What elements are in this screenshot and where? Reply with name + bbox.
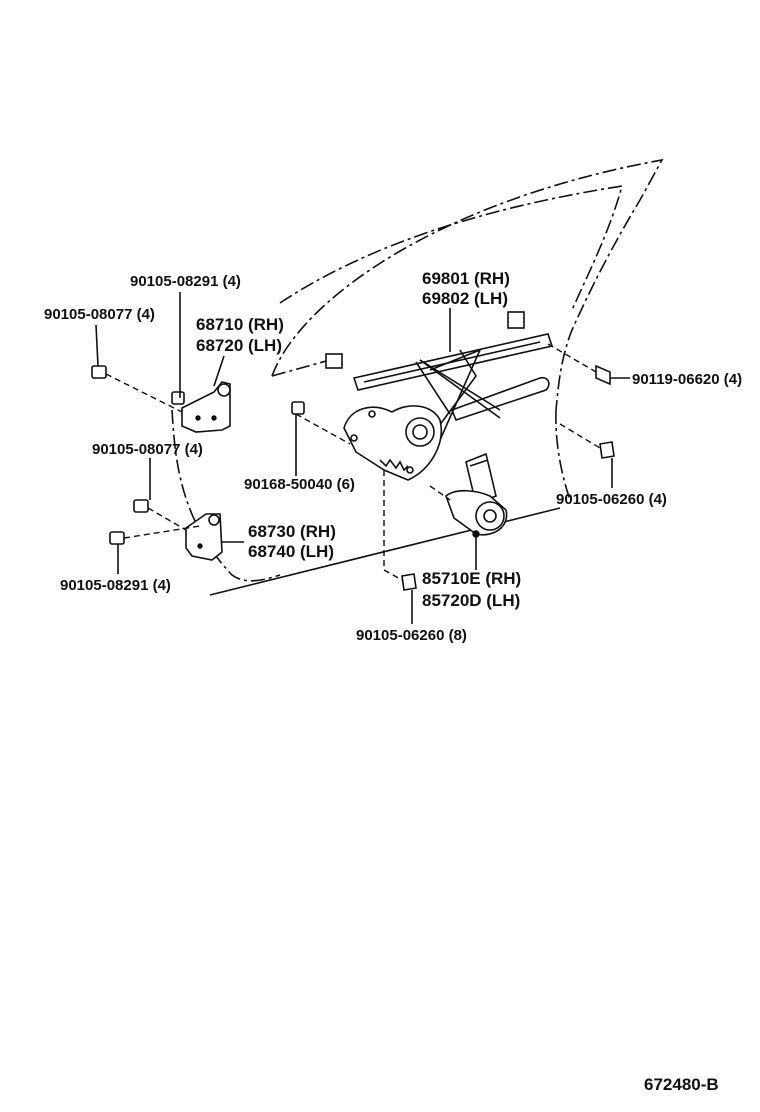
label-68730: 68730 (RH) xyxy=(248,522,336,541)
label-68740: 68740 (LH) xyxy=(248,542,334,561)
door-glass-outline xyxy=(171,158,664,596)
lower-bracket xyxy=(185,513,223,561)
label-90105-08291-top: 90105-08291 (4) xyxy=(130,273,241,290)
label-69802: 69802 (LH) xyxy=(422,289,508,308)
label-90105-08077-mid: 90105-08077 (4) xyxy=(92,441,203,458)
label-69801: 69801 (RH) xyxy=(422,269,510,288)
label-90105-08077-top: 90105-08077 (4) xyxy=(44,306,155,323)
label-90168-50040: 90168-50040 (6) xyxy=(244,476,355,493)
upper-bracket xyxy=(181,381,231,433)
figure-id: 672480-B xyxy=(644,1075,719,1094)
leader-lines xyxy=(95,292,630,624)
glass-channel-clips xyxy=(325,311,525,369)
label-90119-06620: 90119-06620 (4) xyxy=(632,371,742,388)
label-85720D: 85720D (LH) xyxy=(422,591,520,610)
label-68720: 68720 (LH) xyxy=(196,336,282,355)
window-regulator-assembly xyxy=(343,333,554,481)
label-85710E: 85710E (RH) xyxy=(422,569,521,588)
label-90105-06260-right: 90105-06260 (4) xyxy=(556,491,667,508)
label-90105-06260-bot: 90105-06260 (8) xyxy=(356,627,467,644)
bolts xyxy=(91,364,615,591)
regulator-motor xyxy=(445,452,508,538)
label-68710: 68710 (RH) xyxy=(196,315,284,334)
bolt-axes xyxy=(105,343,601,581)
label-90105-08291-bot: 90105-08291 (4) xyxy=(60,577,171,594)
